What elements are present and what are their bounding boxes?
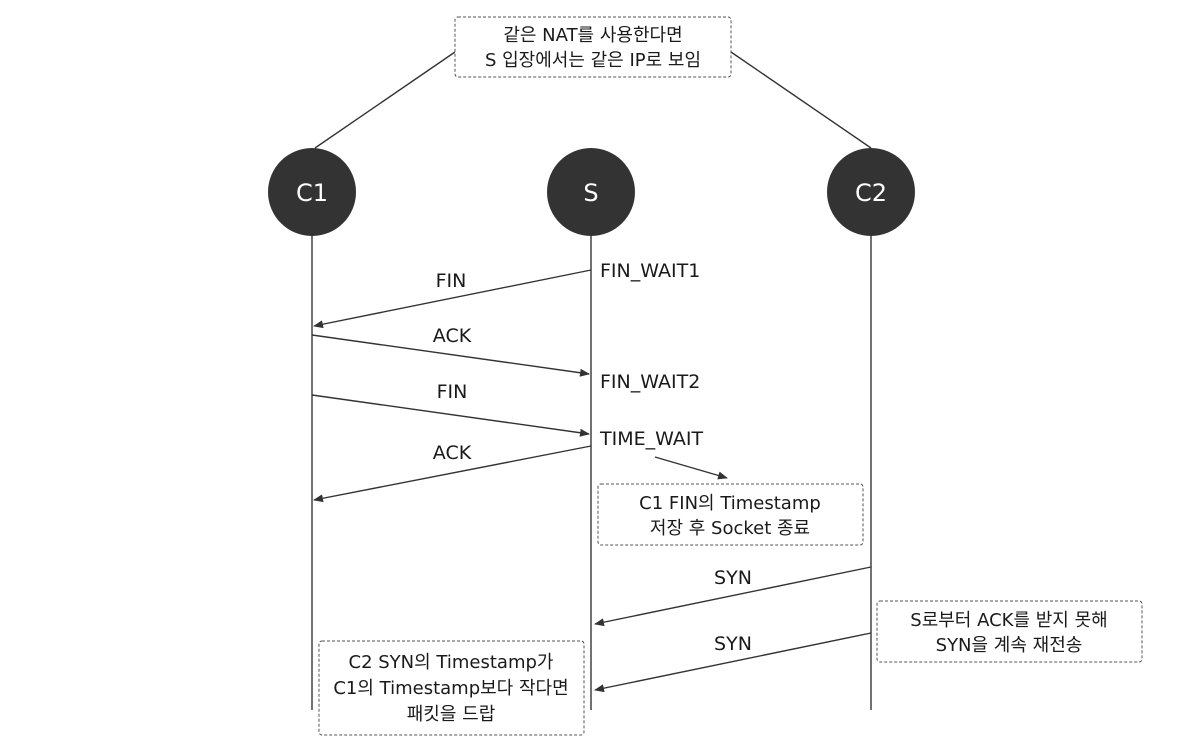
node-c1-label: C1	[296, 179, 328, 207]
timestamp-store-note: C1 FIN의 Timestamp 저장 후 Socket 종료	[597, 483, 864, 546]
drop-note: C2 SYN의 Timestamp가 C1의 Timestamp보다 작다면 패…	[318, 640, 585, 736]
nat-connector-c1	[314, 51, 456, 149]
arrow-fin-1	[313, 269, 592, 329]
nat-connector-c2	[730, 51, 872, 149]
timestamp-store-note-line-2: 저장 후 Socket 종료	[650, 518, 810, 539]
drop-note-line-2: C1의 Timestamp보다 작다면	[333, 678, 568, 699]
node-c2: C2	[827, 148, 915, 236]
drop-note-line-1: C2 SYN의 Timestamp가	[349, 652, 554, 673]
drop-note-line-3: 패킷을 드랍	[407, 704, 496, 725]
nat-note: 같은 NAT를 사용한다면 S 입장에서는 같은 IP로 보임	[454, 16, 732, 78]
retransmit-note: S로부터 ACK를 받지 못해 SYN을 계속 재전송	[876, 600, 1143, 663]
retransmit-note-line-1: S로부터 ACK를 받지 못해	[910, 610, 1107, 631]
arrow-syn-2	[594, 632, 872, 693]
state-time-wait: TIME_WAIT	[599, 428, 703, 450]
retransmit-note-line-2: SYN을 계속 재전송	[936, 635, 1083, 656]
nat-note-line-2: S 입장에서는 같은 IP로 보임	[485, 50, 701, 71]
node-s: S	[547, 148, 635, 236]
msg-ack-2: ACK	[433, 442, 472, 464]
msg-syn-1: SYN	[714, 567, 752, 589]
arrow-ack-1	[311, 334, 590, 377]
nat-note-line-1: 같은 NAT를 사용한다면	[503, 25, 682, 46]
msg-ack-1: ACK	[433, 325, 472, 347]
arrow-ack-2	[313, 445, 592, 503]
msg-syn-2: SYN	[714, 633, 752, 655]
node-c1: C1	[268, 148, 356, 236]
state-fin-wait1: FIN_WAIT1	[600, 260, 700, 282]
msg-fin-2: FIN	[437, 381, 468, 403]
arrow-fin-2	[311, 394, 590, 437]
timestamp-store-note-line-1: C1 FIN의 Timestamp	[639, 493, 821, 514]
arrow-time-wait-note	[654, 456, 728, 480]
node-s-label: S	[583, 179, 598, 207]
arrow-syn-1	[594, 566, 872, 627]
node-c2-label: C2	[855, 179, 887, 207]
msg-fin-1: FIN	[436, 270, 467, 292]
state-fin-wait2: FIN_WAIT2	[600, 371, 700, 393]
